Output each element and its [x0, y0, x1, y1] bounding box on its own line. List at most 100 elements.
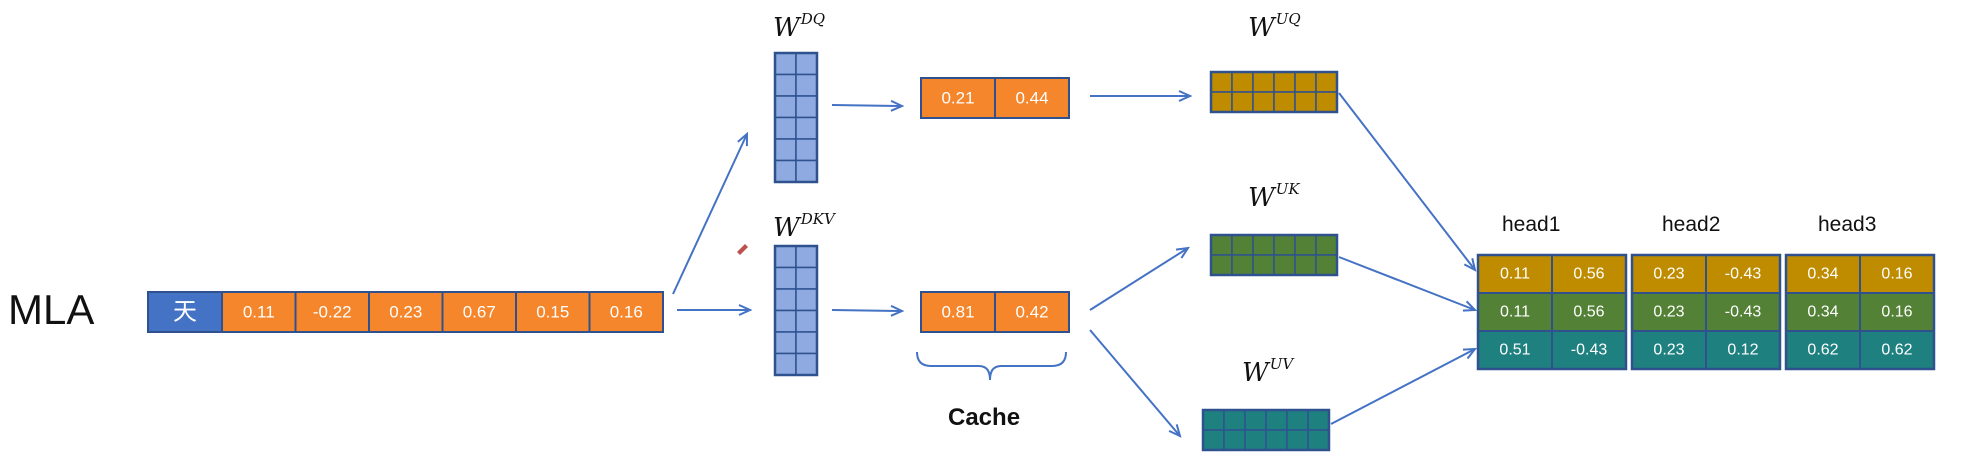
head1-v-cell	[1551, 330, 1627, 370]
w-dq-matrix-cell	[795, 159, 818, 183]
w-uq-sup: UQ	[1275, 10, 1301, 28]
head-label-3: head3	[1818, 213, 1877, 236]
arrow-wdkv-to-latent-kv	[831, 310, 902, 311]
w-dq-matrix-cell	[795, 138, 818, 162]
w-uv-matrix-cell	[1286, 429, 1309, 451]
w-dq-matrix-cell	[795, 52, 818, 76]
arrows-layer	[672, 93, 1475, 436]
w-uq-matrix-cell	[1210, 91, 1233, 113]
w-dq-matrix-cell	[774, 116, 797, 140]
head2-k-value: -0.43	[1725, 304, 1762, 321]
w-uv-matrix-cell	[1223, 429, 1246, 451]
w-dkv-matrix-cell	[774, 309, 797, 333]
diagram-title: MLA	[8, 286, 95, 333]
head2-k-value: 0.23	[1653, 304, 1684, 321]
head1-block	[1476, 253, 1628, 371]
w-uv-matrix-cell	[1265, 429, 1288, 451]
token-value: 0.16	[610, 303, 643, 322]
head2-v-value: 0.12	[1727, 342, 1758, 359]
latent-q-cell	[994, 77, 1070, 119]
head3-v-value: 0.62	[1881, 342, 1912, 359]
head3-block	[1784, 253, 1936, 371]
token-value: 0.11	[243, 303, 275, 322]
token-value-cell	[294, 291, 370, 333]
w-dkv-matrix-cell	[795, 352, 818, 376]
latent-kv-value: 0.42	[1015, 303, 1048, 322]
w-uq-matrix-cell	[1294, 71, 1317, 93]
w-dkv-matrix	[773, 244, 819, 377]
w-uq-matrix-cell	[1273, 71, 1296, 93]
cache-label: Cache	[948, 404, 1021, 431]
latent-q-value: 0.44	[1015, 89, 1048, 108]
w-dkv-matrix-cell	[774, 288, 797, 312]
w-dq-matrix-cell	[795, 73, 818, 97]
head2-k-cell	[1631, 292, 1707, 332]
arrow-token-to-wdq	[672, 134, 747, 295]
pen-icon	[737, 244, 748, 255]
token-value: 0.23	[389, 303, 422, 322]
w-dkv-matrix-cell	[774, 245, 797, 269]
w-uv-matrix-cell	[1265, 409, 1288, 431]
w-uq-matrix-cell	[1273, 91, 1296, 113]
latent-kv-cell	[994, 291, 1070, 333]
w-uv-matrix-cell	[1307, 429, 1330, 451]
w-uk-matrix-cell	[1252, 254, 1275, 276]
head1-k-cell	[1551, 292, 1627, 332]
w-uq-matrix-cell	[1315, 91, 1338, 113]
head1-v-value: 0.51	[1499, 342, 1530, 359]
w-dkv-base: W	[773, 213, 800, 243]
head1-q-value: 0.56	[1573, 266, 1604, 283]
w-uk-matrix-cell	[1252, 234, 1275, 256]
w-dq-base: W	[773, 13, 800, 43]
w-uq-matrix-cell	[1231, 71, 1254, 93]
w-dq-sup: DQ	[800, 10, 826, 28]
head3-q-value: 0.34	[1807, 266, 1838, 283]
w-uv-matrix-cell	[1307, 409, 1330, 431]
token-value-cell	[368, 291, 444, 333]
w-dkv-matrix-cell	[795, 245, 818, 269]
w-dkv-matrix-cell	[774, 352, 797, 376]
w-dkv-matrix-cell	[795, 331, 818, 355]
w-uk-matrix-cell	[1294, 254, 1317, 276]
w-uv-matrix-cell	[1202, 429, 1225, 451]
w-uq-matrix-cell	[1252, 71, 1275, 93]
head2-q-value: 0.23	[1653, 266, 1684, 283]
w-uv-matrix-cell	[1202, 409, 1225, 431]
head3-k-cell	[1785, 292, 1861, 332]
head1-v-value: -0.43	[1571, 342, 1608, 359]
w-dkv-matrix-cell	[795, 309, 818, 333]
head-label-2: head2	[1662, 213, 1721, 236]
w-uk-matrix-cell	[1231, 254, 1254, 276]
head2-q-value: -0.43	[1725, 266, 1762, 283]
cache-brace	[916, 351, 1067, 381]
w-dkv-matrix-cell	[774, 266, 797, 290]
w-uq-matrix-cell	[1315, 71, 1338, 93]
w-uq-base: W	[1248, 13, 1275, 43]
arrow-wuv-to-heads	[1330, 349, 1475, 425]
head1-q-value: 0.11	[1500, 266, 1530, 283]
w-dq-matrix-cell	[774, 159, 797, 183]
head3-v-value: 0.62	[1807, 342, 1838, 359]
w-uq-label: WUQ	[1248, 10, 1301, 43]
w-uk-matrix-cell	[1315, 234, 1338, 256]
arrow-latent-kv-to-wuv	[1089, 329, 1180, 436]
w-dq-matrix-cell	[774, 52, 797, 76]
w-uv-matrix-cell	[1244, 409, 1267, 431]
w-uq-matrix-cell	[1210, 71, 1233, 93]
head2-q-cell	[1705, 254, 1781, 294]
head1-k-value: 0.56	[1573, 304, 1604, 321]
w-uk-matrix-cell	[1210, 254, 1233, 276]
w-dq-matrix-cell	[774, 95, 797, 119]
w-uk-matrix	[1209, 233, 1339, 277]
token-value-cell	[515, 291, 591, 333]
head2-v-value: 0.23	[1653, 342, 1684, 359]
w-dq-matrix	[773, 51, 819, 184]
head2-block	[1630, 253, 1782, 371]
w-uk-matrix-cell	[1231, 234, 1254, 256]
head2-k-cell	[1705, 292, 1781, 332]
w-uq-matrix-cell	[1231, 91, 1254, 113]
head3-k-value: 0.34	[1807, 304, 1838, 321]
